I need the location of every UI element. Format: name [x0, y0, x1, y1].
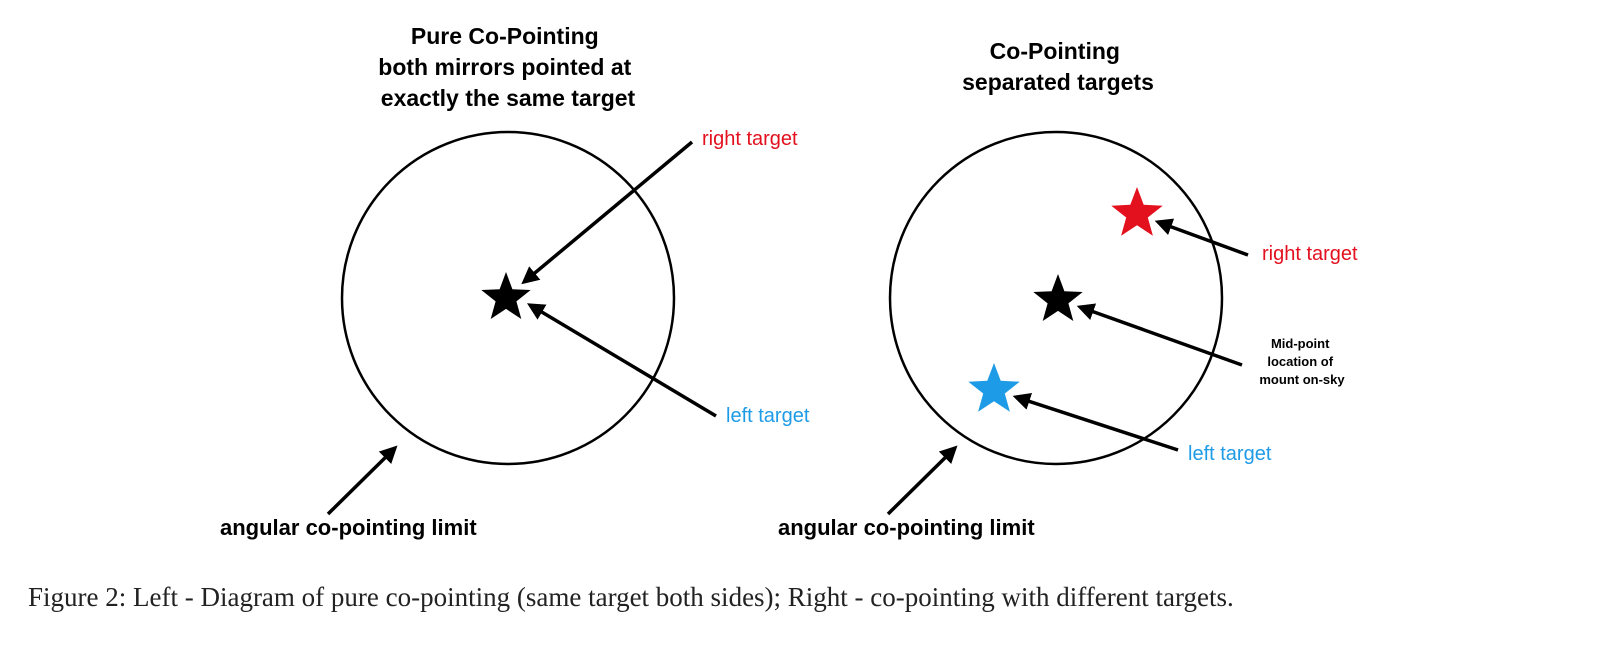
left-panel: Pure Co-Pointing both mirrors pointed at… — [220, 23, 810, 540]
right-left-target-label: left target — [1188, 443, 1272, 465]
right-right-target-arrow — [1154, 218, 1249, 257]
right-limit-arrow — [886, 445, 958, 516]
left-co-pointing-limit-circle — [340, 130, 676, 466]
right-limit-label: angular co-pointing limit — [778, 515, 1035, 540]
midpoint-arrow — [1076, 303, 1243, 367]
left-left-target-arrow — [526, 303, 717, 418]
left-right-target-arrow — [521, 140, 694, 285]
right-co-pointing-limit-circle — [888, 130, 1224, 466]
right-panel-title: Co-Pointing separated targets — [962, 38, 1154, 95]
right-right-target-label: right target — [1262, 243, 1358, 265]
left-right-target-label: right target — [702, 128, 798, 150]
midpoint-star-icon — [1033, 274, 1083, 321]
right-target-star-icon — [1111, 187, 1163, 236]
midpoint-label: Mid-point location of mount on-sky — [1259, 336, 1345, 387]
left-left-target-label: left target — [726, 405, 810, 427]
left-limit-label: angular co-pointing limit — [220, 515, 477, 540]
right-panel: Co-Pointing separated targets right targ… — [778, 38, 1358, 540]
figure-caption: Figure 2: Left - Diagram of pure co-poin… — [28, 582, 1234, 612]
co-pointing-diagram: Pure Co-Pointing both mirrors pointed at… — [220, 23, 1358, 540]
left-coincident-star-icon — [481, 272, 531, 319]
left-panel-title: Pure Co-Pointing both mirrors pointed at… — [378, 23, 637, 111]
left-limit-arrow — [326, 445, 398, 516]
left-target-star-icon — [968, 363, 1020, 412]
right-left-target-arrow — [1012, 393, 1179, 452]
